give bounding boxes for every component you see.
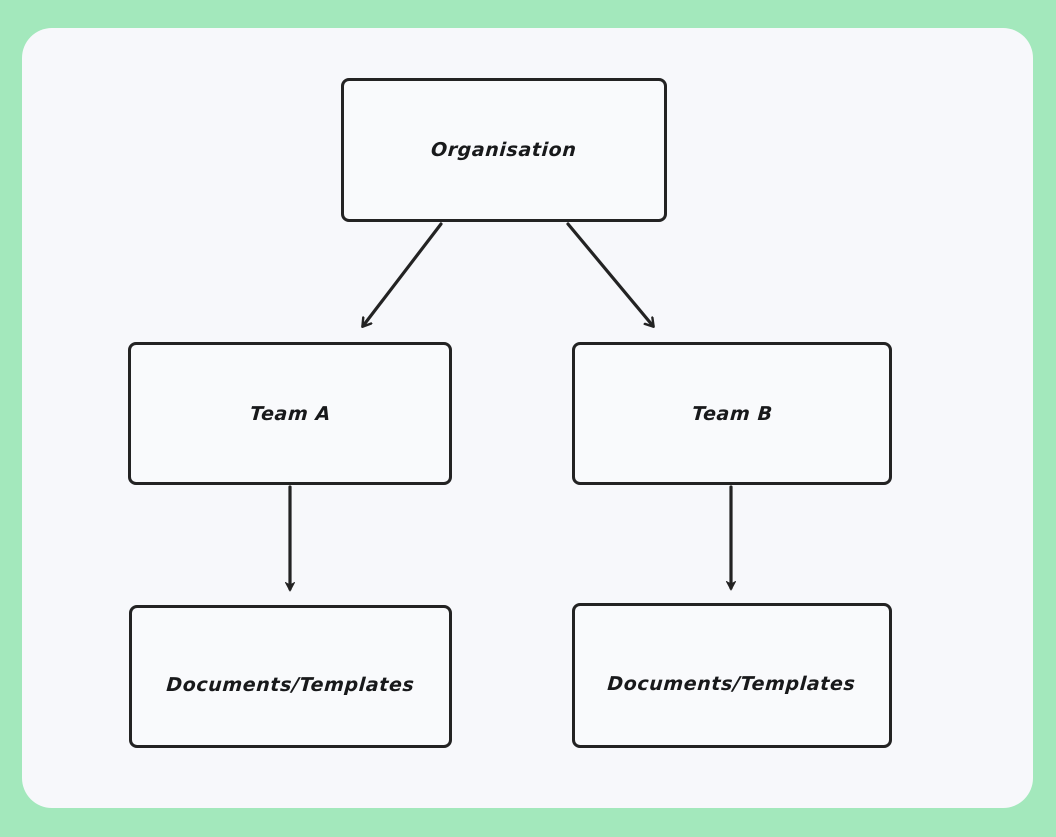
node-documents-templates-b-label: Documents/Templates [606, 672, 857, 695]
node-team-a-label: Team A [248, 402, 332, 425]
node-documents-templates-b[interactable]: Documents/Templates [572, 603, 892, 748]
node-team-a[interactable]: Team A [128, 342, 452, 485]
node-documents-templates-a-label: Documents/Templates [165, 673, 415, 696]
node-documents-templates-a[interactable]: Documents/Templates [129, 605, 452, 748]
node-organisation[interactable]: Organisation [341, 78, 667, 222]
node-team-b[interactable]: Team B [572, 342, 892, 485]
node-organisation-label: Organisation [430, 139, 578, 161]
node-team-b-label: Team B [690, 402, 774, 425]
